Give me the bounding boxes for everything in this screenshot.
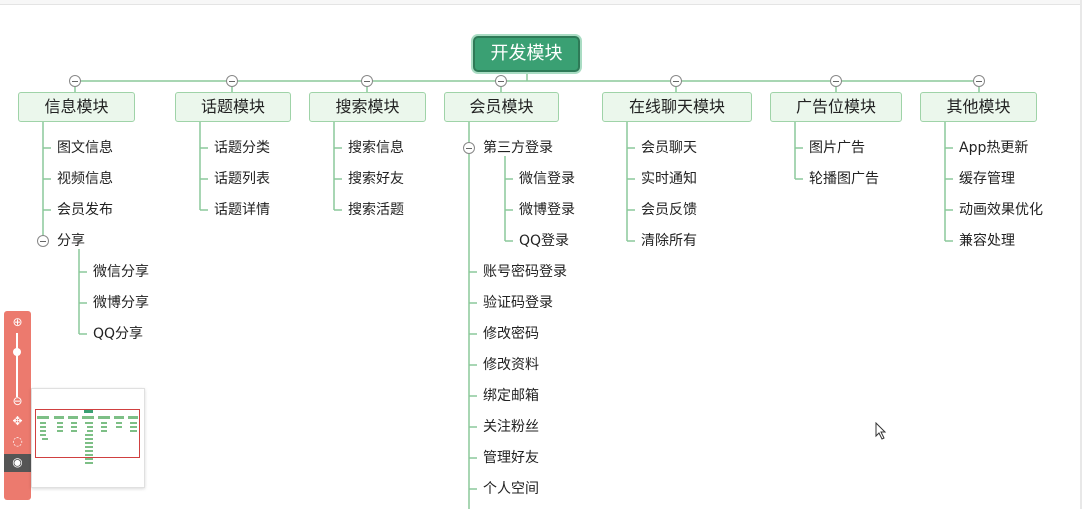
topic-node[interactable]: 第三方登录: [483, 140, 553, 156]
minimap-viewport[interactable]: [35, 409, 140, 458]
topic-node[interactable]: 话题列表: [214, 171, 270, 187]
minimap-preview: [37, 410, 138, 464]
branch-topic[interactable]: 搜索模块: [309, 92, 426, 122]
branch-topic[interactable]: 话题模块: [175, 92, 291, 122]
topic-node[interactable]: 关注粉丝: [483, 419, 539, 435]
root-topic[interactable]: 开发模块: [473, 36, 580, 72]
topic-node[interactable]: 会员反馈: [641, 202, 697, 218]
collapse-toggle-icon[interactable]: [226, 75, 238, 87]
zoom-in-icon[interactable]: ⊕: [12, 315, 23, 329]
topic-node[interactable]: 清除所有: [641, 233, 697, 249]
collapse-toggle-icon[interactable]: [463, 142, 475, 154]
topic-node[interactable]: 话题分类: [214, 140, 270, 156]
topic-node[interactable]: 搜索好友: [348, 171, 404, 187]
topic-node[interactable]: 账号密码登录: [483, 264, 567, 280]
branch-topic[interactable]: 广告位模块: [770, 92, 902, 122]
move-icon[interactable]: ✥: [12, 414, 23, 428]
branch-topic[interactable]: 会员模块: [444, 92, 559, 122]
topic-node[interactable]: 视频信息: [57, 171, 113, 187]
zoom-out-icon[interactable]: ⊖: [12, 394, 23, 408]
zoom-slider-track[interactable]: [16, 333, 18, 397]
eye-button[interactable]: ◉: [4, 454, 31, 472]
select-icon[interactable]: ◌: [12, 434, 23, 448]
subtopic-node[interactable]: QQ分享: [93, 326, 144, 342]
collapse-toggle-icon[interactable]: [37, 235, 49, 247]
topic-node[interactable]: 图文信息: [57, 140, 113, 156]
zoom-toolbar: ⊕ ⊖ ✥ ◌ ◉: [4, 311, 31, 500]
topic-node[interactable]: 管理好友: [483, 450, 539, 466]
topic-node[interactable]: 兼容处理: [959, 233, 1015, 249]
subtopic-node[interactable]: QQ登录: [519, 233, 570, 249]
topic-node[interactable]: 会员聊天: [641, 140, 697, 156]
topic-node[interactable]: 验证码登录: [483, 295, 553, 311]
minimap[interactable]: [31, 388, 145, 488]
subtopic-node[interactable]: 微信分享: [93, 264, 149, 280]
scrollbar-track[interactable]: [1080, 0, 1082, 509]
topic-node[interactable]: 搜索信息: [348, 140, 404, 156]
collapse-toggle-icon[interactable]: [670, 75, 682, 87]
eye-icon: ◉: [12, 455, 23, 469]
branch-topic[interactable]: 信息模块: [18, 92, 135, 122]
collapse-toggle-icon[interactable]: [830, 75, 842, 87]
topic-node[interactable]: 轮播图广告: [809, 171, 879, 187]
subtopic-node[interactable]: 微博分享: [93, 295, 149, 311]
topic-node[interactable]: 绑定邮箱: [483, 388, 539, 404]
subtopic-node[interactable]: 微博登录: [519, 202, 575, 218]
topic-node[interactable]: 搜索活题: [348, 202, 404, 218]
topic-node[interactable]: 话题详情: [214, 202, 270, 218]
topic-node[interactable]: 实时通知: [641, 171, 697, 187]
topic-node[interactable]: 会员发布: [57, 202, 113, 218]
zoom-slider-handle[interactable]: [13, 348, 21, 356]
collapse-toggle-icon[interactable]: [361, 75, 373, 87]
mouse-cursor-icon: [875, 422, 887, 440]
topic-node[interactable]: 缓存管理: [959, 171, 1015, 187]
topic-node[interactable]: App热更新: [959, 140, 1029, 156]
topic-node[interactable]: 分享: [57, 233, 85, 249]
branch-topic[interactable]: 在线聊天模块: [602, 92, 752, 122]
subtopic-node[interactable]: 微信登录: [519, 171, 575, 187]
collapse-toggle-icon[interactable]: [69, 75, 81, 87]
topic-node[interactable]: 动画效果优化: [959, 202, 1043, 218]
topic-node[interactable]: 图片广告: [809, 140, 865, 156]
collapse-toggle-icon[interactable]: [495, 75, 507, 87]
collapse-toggle-icon[interactable]: [973, 75, 985, 87]
topic-node[interactable]: 修改密码: [483, 326, 539, 342]
topic-node[interactable]: 修改资料: [483, 357, 539, 373]
branch-topic[interactable]: 其他模块: [920, 92, 1037, 122]
topic-node[interactable]: 个人空间: [483, 481, 539, 497]
top-border: [0, 0, 1082, 5]
